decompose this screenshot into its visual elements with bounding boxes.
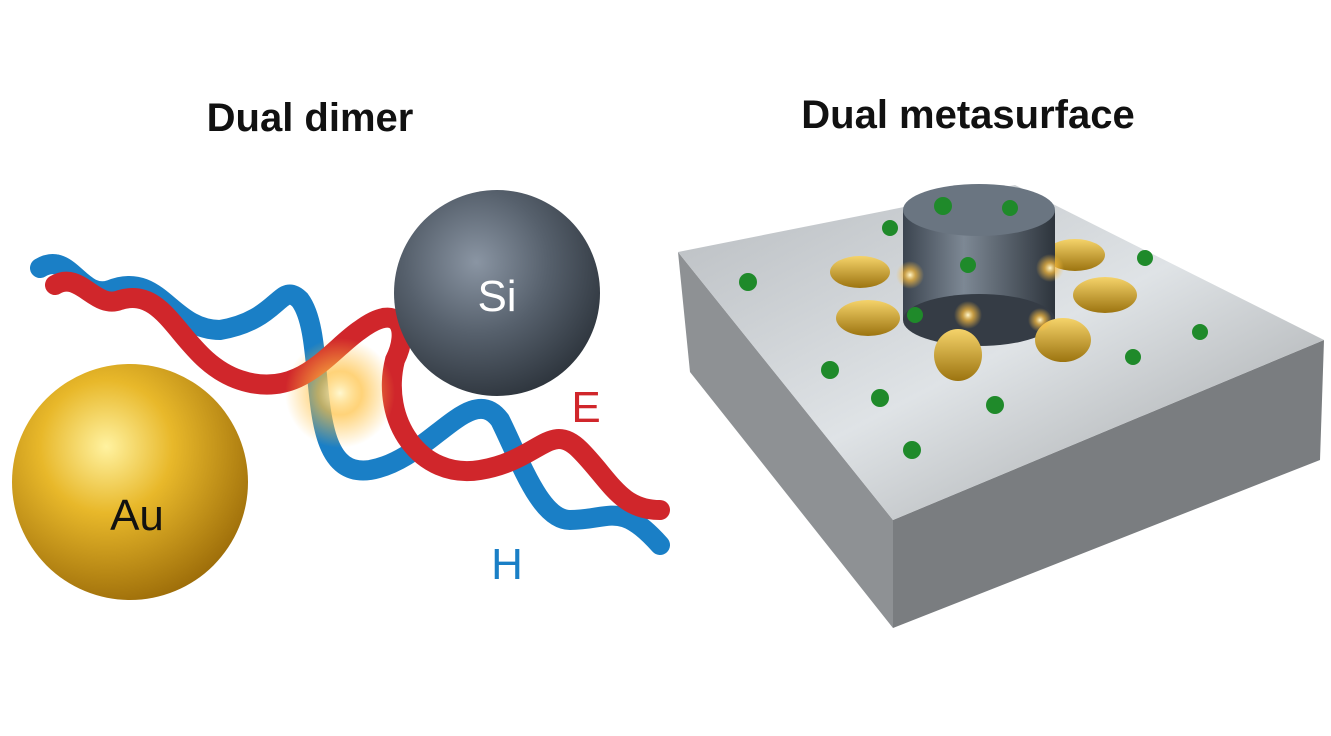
gold-nanodisk <box>934 329 982 381</box>
magnetic-field-label: H <box>491 540 523 589</box>
dual-metasurface-illustration <box>678 184 1324 628</box>
substrate-side-left <box>678 252 893 628</box>
panel-title-dual-metasurface: Dual metasurface <box>801 93 1135 137</box>
hotspot-glow <box>285 338 395 448</box>
gold-label: Au <box>110 491 164 540</box>
gold-sphere <box>12 364 248 600</box>
panel-title-dual-dimer: Dual dimer <box>206 96 414 140</box>
gold-nanodisk <box>1035 318 1091 362</box>
gold-nanodisk <box>836 300 900 336</box>
electric-field-label: E <box>571 383 601 432</box>
substrate-side-front <box>893 340 1324 628</box>
dual-dimer-illustration <box>12 190 670 600</box>
silicon-sphere <box>394 190 600 396</box>
gold-nanodisk <box>1073 277 1137 313</box>
protein-molecules <box>739 197 1208 459</box>
silicon-label: Si <box>477 272 517 321</box>
